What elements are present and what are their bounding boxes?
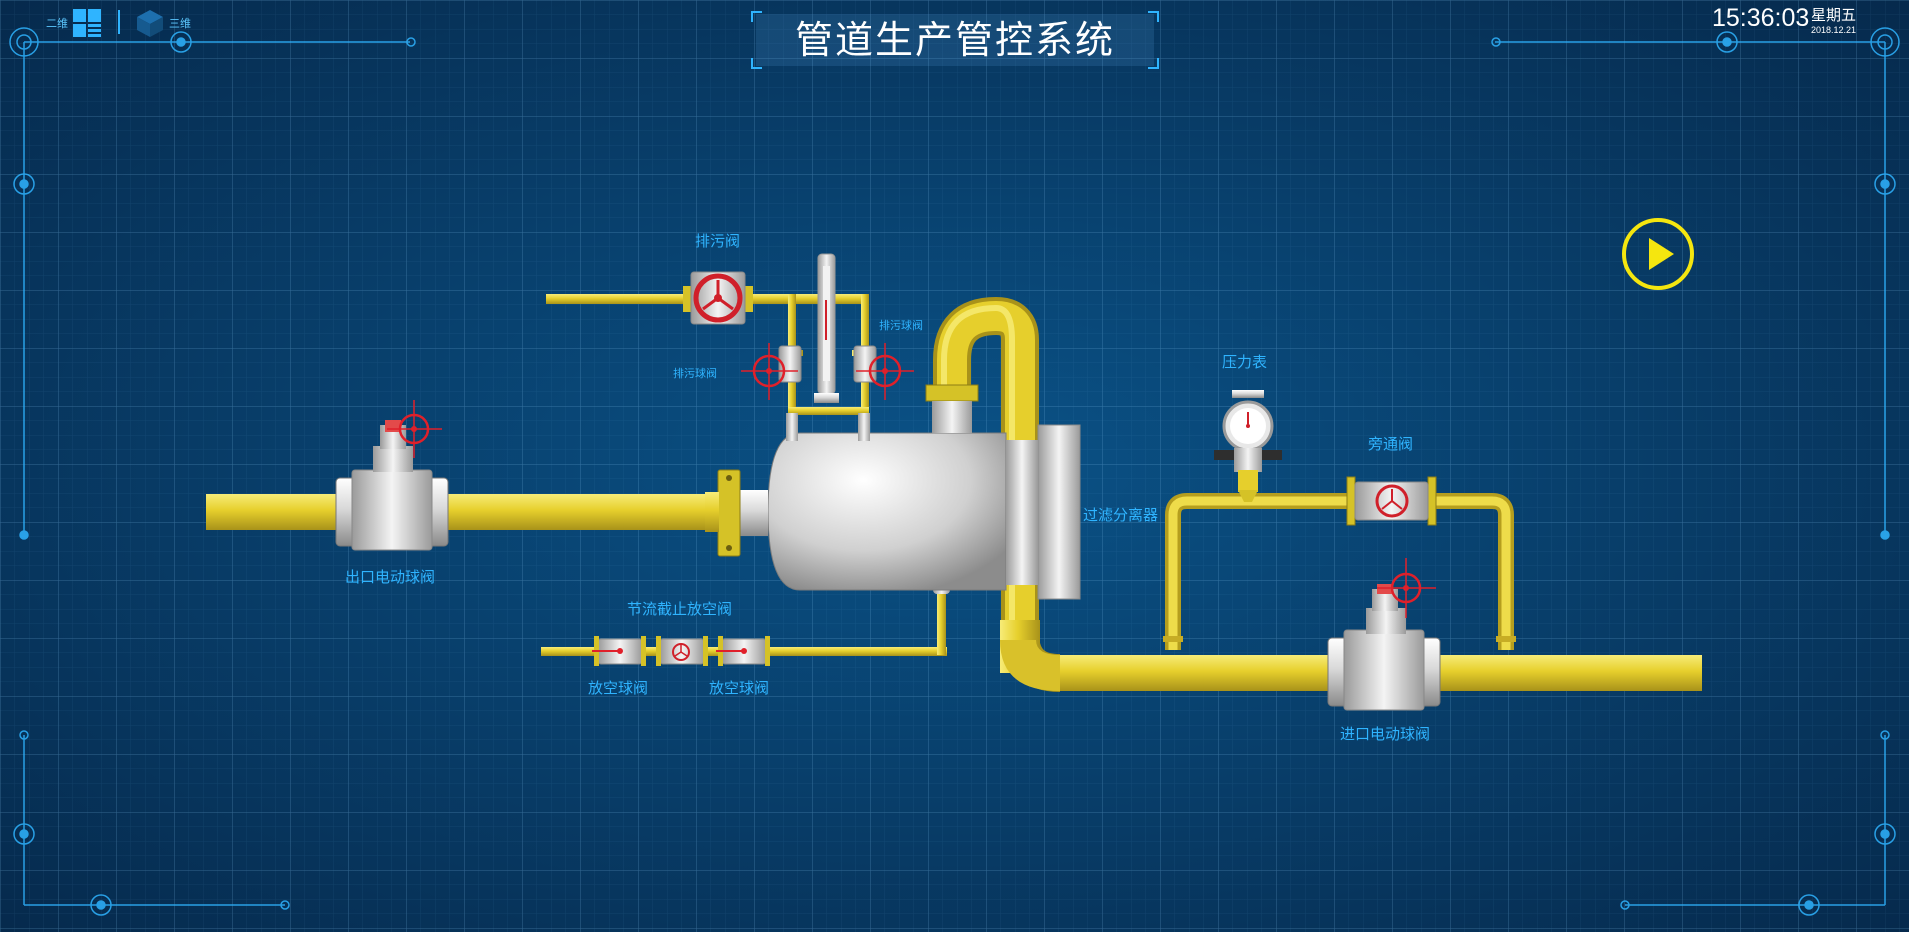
title-frame	[751, 11, 1159, 69]
drain-valve[interactable]	[683, 271, 753, 325]
page-title: 管道生产管控系统	[756, 14, 1154, 66]
pressure-gauge	[1214, 390, 1282, 502]
bypass-valve[interactable]	[1346, 476, 1437, 526]
outlet-valve-label: 出口电动球阀	[345, 568, 436, 586]
grid-2d-icon	[73, 9, 101, 37]
date: 2018.12.21	[1811, 25, 1857, 35]
inlet-ball-valve[interactable]	[1327, 558, 1441, 711]
throttle-stop-vent-valve[interactable]	[656, 636, 708, 666]
throttle-valve-label: 节流截止放空阀	[627, 600, 733, 618]
play-button[interactable]	[1622, 218, 1694, 290]
drain-ball-valve-right[interactable]	[853, 343, 914, 400]
drain-ball-valve-right-label: 排污球阀	[879, 319, 923, 332]
vent-ball-valve-right[interactable]	[716, 636, 770, 666]
outlet-ball-valve[interactable]	[335, 400, 449, 551]
weekday: 星期五	[1811, 6, 1857, 24]
tab-divider	[118, 10, 120, 34]
tab-3d-label: 三维	[169, 17, 191, 30]
vent-ball-valve-right-label: 放空球阀	[709, 679, 770, 697]
drain-ball-valve-left[interactable]	[741, 343, 802, 400]
tab-3d[interactable]: 三维	[135, 7, 191, 39]
cube-3d-icon	[137, 10, 163, 37]
pressure-gauge-label: 压力表	[1222, 353, 1268, 371]
clock-time: 15:36:03	[1712, 4, 1810, 32]
outlet-main-pipe	[206, 494, 714, 530]
vent-ball-valve-left[interactable]	[592, 636, 646, 666]
filter-separator-tank	[705, 384, 1081, 600]
drain-valve-label: 排污阀	[695, 232, 741, 250]
tab-2d-label: 二维	[46, 17, 68, 30]
tab-2d[interactable]: 二维	[46, 7, 102, 39]
filter-separator-label: 过滤分离器	[1083, 506, 1159, 524]
drain-ball-valve-left-label: 排污球阀	[673, 367, 717, 380]
frame-decoration	[9, 27, 1900, 916]
vent-ball-valve-left-label: 放空球阀	[588, 679, 649, 697]
level-gauge	[814, 253, 839, 403]
inlet-valve-label: 进口电动球阀	[1340, 725, 1431, 743]
bypass-valve-label: 旁通阀	[1368, 435, 1414, 453]
play-icon	[1622, 218, 1694, 290]
